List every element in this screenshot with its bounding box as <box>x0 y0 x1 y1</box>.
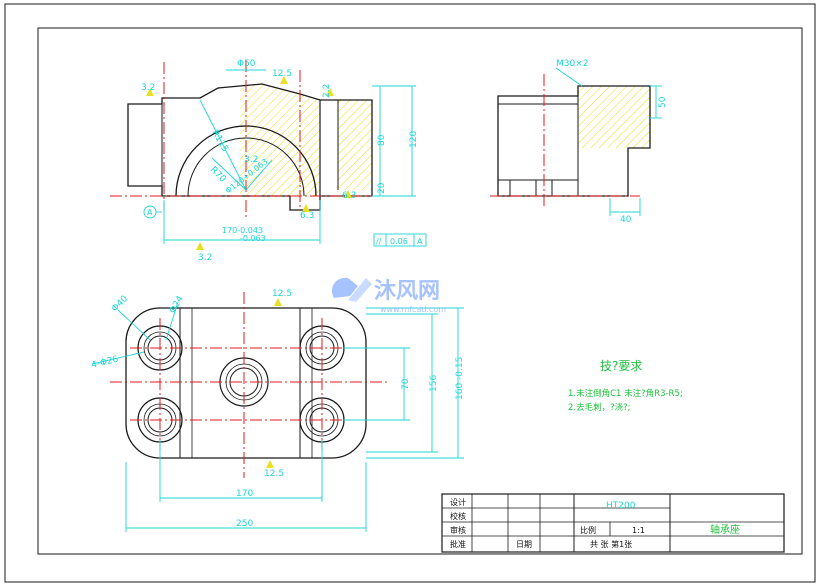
tb-date: 日期 <box>516 540 532 549</box>
dim-roughness-3-2-mid: 3.2 <box>244 155 258 165</box>
tb-sheets: 共 张 第1张 <box>590 539 632 549</box>
datum-a: A <box>147 208 153 217</box>
dim-holes-4-phi26: 4-Φ26 <box>90 354 119 370</box>
dim-height-120: 120 <box>409 131 419 148</box>
notes-line-2: 2.去毛刺，?浇?; <box>568 402 631 413</box>
dim-height-80: 80 <box>377 134 387 146</box>
dim-width-170-plan: 170 <box>236 489 253 499</box>
dim-height-50: 50 <box>658 96 668 108</box>
watermark-logo <box>331 277 372 302</box>
tb-material: HT200 <box>606 501 636 511</box>
dim-roughness-12-5-plan: 12.5 <box>272 289 292 299</box>
tol-symbol: // <box>376 237 382 246</box>
tb-scale-label: 比例 <box>580 525 596 535</box>
tb-design: 设计 <box>450 497 466 507</box>
dim-width-250: 250 <box>236 519 253 529</box>
tol-value: 0.06 <box>390 237 408 246</box>
notes-line-1: 1.未注倒角C1 未注?角R3-R5; <box>568 388 683 399</box>
dim-roughness-12-5-plan-b: 12.5 <box>264 469 284 479</box>
tb-approve: 批准 <box>450 539 466 549</box>
tb-part-name: 轴承座 <box>710 523 740 536</box>
dim-width-40: 40 <box>620 215 632 225</box>
watermark-url: www.mfcad.com <box>380 305 446 314</box>
notes-title: 技?要求 <box>600 359 642 373</box>
dim-width-170-lower: -0.063 <box>240 234 266 243</box>
tb-scale-value: 1:1 <box>632 526 645 535</box>
title-block <box>441 493 785 553</box>
technical-notes: 技?要求 1.未注倒角C1 未注?角R3-R5; 2.去毛刺，?浇?; <box>568 359 683 413</box>
dim-width-170-upper: 170-0.043 <box>222 226 263 235</box>
dim-height-20: 20 <box>377 182 387 194</box>
plan-view: Φ40 Φ24 4-Φ26 12.5 12.5 70 156 160 -0.15… <box>90 289 465 532</box>
outer-frame <box>4 3 816 583</box>
dim-m30: M30×2 <box>556 59 588 69</box>
tol-ref: A <box>417 237 423 246</box>
side-view: M30×2 50 40 <box>490 59 668 225</box>
front-view: Φ50 12.5 3.2 2.2 R115 R70 3.2 Φ120+0.063… <box>110 59 427 263</box>
watermark: 沐风网 www.mfcad.com <box>331 277 446 314</box>
dim-roughness-6-3-a: 6.3 <box>300 211 314 221</box>
dim-roughness-12-5: 12.5 <box>272 69 292 79</box>
dim-roughness-6-3-b: 6.3 <box>342 191 356 201</box>
dim-height-70: 70 <box>401 378 411 390</box>
dim-2-2: 2.2 <box>322 84 332 98</box>
dim-roughness-3-2-left: 3.2 <box>141 83 155 93</box>
dim-height-160: 160 -0.15 <box>455 357 465 400</box>
dim-r70: R70 <box>208 165 228 185</box>
tb-check: 校核 <box>450 511 466 521</box>
inner-frame <box>37 27 803 555</box>
dim-roughness-3-2-bottom: 3.2 <box>198 253 212 263</box>
dim-height-156: 156 <box>429 375 439 392</box>
dim-phi24: Φ24 <box>168 294 186 315</box>
dim-phi40: Φ40 <box>110 294 130 314</box>
watermark-brand: 沐风网 <box>374 279 440 304</box>
dim-phi50: Φ50 <box>237 59 256 69</box>
tb-review: 审核 <box>450 525 466 535</box>
